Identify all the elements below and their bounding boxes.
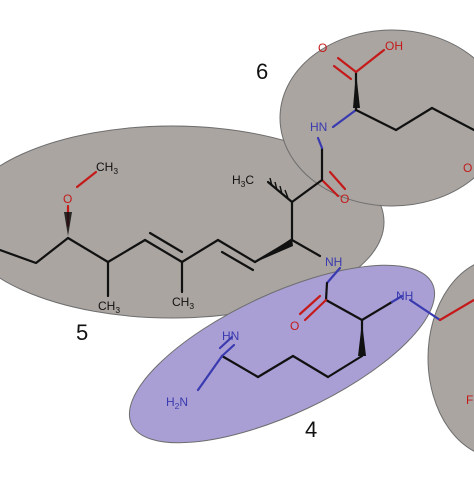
backbone-bonds: [0, 136, 347, 298]
region-6-ellipse: [279, 29, 474, 207]
hn-top-label: HN: [310, 120, 327, 134]
nh-right-label: NH: [396, 289, 413, 303]
arg-wedge: [358, 322, 366, 356]
nh-wedge: [256, 238, 293, 262]
region-4-label: 4: [305, 417, 317, 442]
arginine-bonds: [196, 266, 474, 392]
methoxy-ch3-label: CH3: [96, 160, 118, 176]
cut-red-label: F: [466, 393, 473, 407]
amide-o-mid-label: O: [290, 319, 299, 333]
amide-o-top-label: O: [340, 192, 349, 206]
region-5-ellipse: [0, 125, 385, 319]
methyl-hash: [269, 177, 289, 199]
h2n-label: H2N: [166, 395, 188, 411]
h3c-label: H3C: [232, 173, 254, 189]
region-right-ellipse: [427, 264, 474, 452]
region-6-label: 6: [256, 59, 268, 84]
imine-hn-label: HN: [222, 329, 239, 343]
nh-middle-label: NH: [325, 255, 342, 269]
glu-wedge: [353, 72, 360, 108]
ch3-lower-1-label: CH3: [98, 299, 120, 315]
ch3-lower-2-label: CH3: [172, 295, 194, 311]
cooh-o-label: O: [318, 41, 327, 55]
side-o-label: O: [463, 161, 472, 175]
region-4-ellipse: [128, 264, 436, 444]
methoxy-hash-wedge: [64, 212, 72, 236]
methoxy-o-label: O: [63, 192, 72, 206]
region-5-label: 5: [76, 320, 88, 345]
cooh-oh-label: OH: [385, 39, 403, 53]
